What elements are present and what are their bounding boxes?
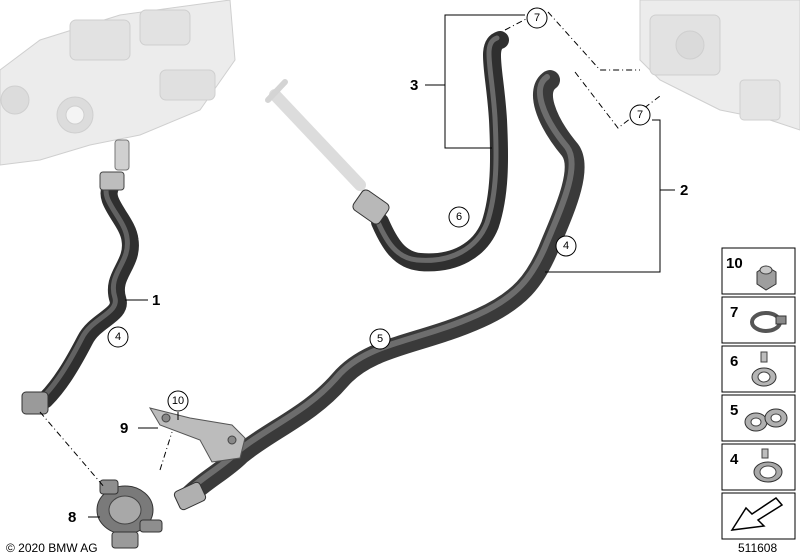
pipe-connector-ghost — [265, 79, 366, 191]
circled-7-top-text: 7 — [534, 12, 540, 24]
circled-4-left: 4 — [107, 326, 129, 348]
legend-item-7-number: 7 — [730, 304, 738, 321]
legend-item-4[interactable]: 4 — [721, 443, 796, 491]
callout-2: 2 — [680, 182, 688, 199]
legend-item-6-number: 6 — [730, 353, 738, 370]
callout-8: 8 — [68, 509, 76, 526]
legend-item-6[interactable]: 6 — [721, 345, 796, 393]
hex-nut-icon — [756, 265, 777, 291]
legend-item-5-number: 5 — [730, 402, 738, 419]
hose-4-5[interactable] — [173, 70, 585, 511]
copyright-text: © 2020 BMW AG — [6, 541, 98, 555]
legend-item-arrow[interactable] — [721, 492, 796, 540]
callout-9: 9 — [120, 420, 128, 437]
legend-panel: 10 7 6 5 — [721, 247, 796, 540]
diagram-number: 511608 — [738, 541, 778, 555]
callout-3: 3 — [410, 77, 418, 94]
single-clip-icon — [751, 351, 777, 387]
legend-item-4-number: 4 — [730, 451, 739, 468]
circled-4-left-text: 4 — [115, 331, 121, 343]
bracket-9[interactable] — [148, 407, 246, 463]
circled-10-text: 10 — [172, 395, 184, 407]
circled-6-text: 6 — [456, 211, 462, 223]
double-clip-icon — [744, 408, 788, 432]
legend-item-5[interactable]: 5 — [721, 394, 796, 442]
circled-6: 6 — [448, 206, 470, 228]
hose-1[interactable] — [21, 139, 139, 415]
legend-item-10-number: 10 — [726, 255, 743, 272]
legend-item-10[interactable]: 10 — [721, 247, 796, 295]
pipe-clip-icon — [753, 448, 783, 483]
circled-7-mid-text: 7 — [637, 109, 643, 121]
circled-4-right: 4 — [555, 235, 577, 257]
circled-7-top: 7 — [526, 7, 548, 29]
coolant-pump-8[interactable] — [96, 479, 163, 549]
hose-clamp-icon — [750, 311, 787, 333]
circled-4-right-text: 4 — [563, 240, 569, 252]
hose-6[interactable] — [351, 31, 509, 272]
engine-ghost — [0, 0, 236, 166]
leader-lines — [88, 14, 675, 518]
legend-item-7[interactable]: 7 — [721, 296, 796, 344]
heater-unit-ghost — [639, 0, 800, 131]
circled-7-mid: 7 — [629, 104, 651, 126]
circled-5-text: 5 — [377, 333, 383, 345]
circled-10: 10 — [167, 390, 189, 412]
circled-5: 5 — [369, 328, 391, 350]
arrow-pointer-icon — [730, 497, 784, 531]
callout-1: 1 — [152, 292, 160, 309]
